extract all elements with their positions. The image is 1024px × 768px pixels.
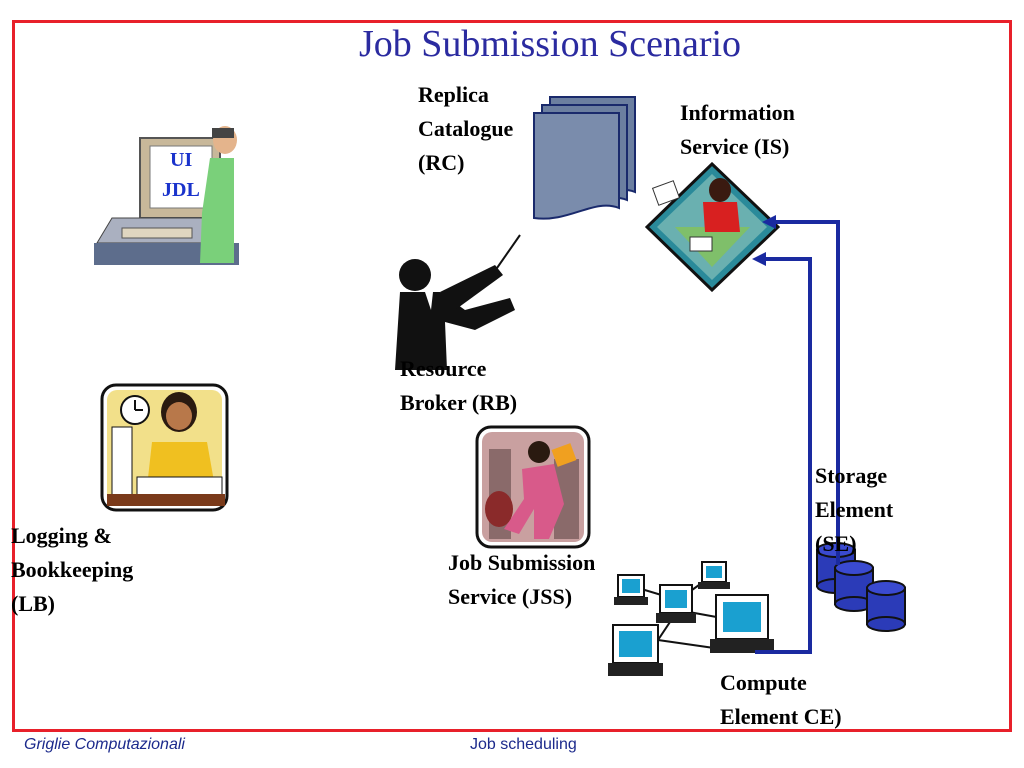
rc-label-line3: (RC) [418, 150, 465, 175]
jss-label-line1: Job Submission [448, 550, 596, 575]
computer-3 [698, 561, 730, 589]
ui-label-line1: UI [170, 149, 192, 171]
is-label-line1: Information [680, 100, 795, 125]
lb-label-line3: (LB) [11, 591, 55, 616]
arrow-se-to-is [770, 220, 840, 565]
slide-title: Job Submission Scenario [358, 23, 742, 65]
rc-label-line1: Replica [418, 82, 489, 107]
rb-label-line2: Broker (RB) [400, 390, 518, 415]
rb-label: Resource Broker (RB) [400, 352, 517, 420]
is-label-line2: Service (IS) [680, 134, 790, 159]
computer-4 [608, 624, 663, 676]
storage-cylinder-3 [866, 580, 906, 632]
footer-topic: Job scheduling [470, 736, 577, 753]
compute-network-icon [608, 561, 774, 676]
lb-label-line2: Bookkeeping [11, 557, 134, 582]
resource-broker-icon [395, 234, 521, 370]
ce-label-line2: Element CE) [720, 704, 842, 729]
se-label: Storage Element (SE) [815, 459, 893, 561]
rb-label-line1: Resource [400, 356, 487, 381]
ce-label: Compute Element CE) [720, 666, 842, 734]
ce-label-line1: Compute [720, 670, 807, 695]
information-service-icon [645, 162, 780, 292]
job-submission-service-icon [475, 425, 591, 549]
ui-user-clipart: UI JDL [94, 126, 239, 265]
rc-label-line2: Catalogue [418, 116, 514, 141]
slide-frame [12, 20, 1012, 732]
replica-catalogue-icon [533, 96, 636, 220]
is-label: Information Service (IS) [680, 96, 795, 164]
computer-5 [710, 594, 774, 653]
se-label-line3: (SE) [815, 531, 857, 556]
footer-course-name: Griglie Computazionali [24, 736, 185, 753]
logging-bookkeeping-icon [100, 383, 229, 512]
computer-1 [614, 574, 648, 605]
jss-label-line2: Service (JSS) [448, 584, 573, 609]
storage-cylinder-2 [834, 560, 874, 612]
se-label-line2: Element [815, 497, 894, 522]
lb-label-line1: Logging & [11, 523, 112, 548]
se-label-line1: Storage [815, 463, 888, 488]
rc-label: Replica Catalogue (RC) [418, 78, 513, 180]
arrow-ce-to-is [755, 257, 812, 654]
jss-label: Job Submission Service (JSS) [448, 546, 595, 614]
ui-label-line2: JDL [162, 179, 200, 201]
computer-2 [656, 584, 696, 623]
lb-label: Logging & Bookkeeping (LB) [11, 519, 133, 621]
